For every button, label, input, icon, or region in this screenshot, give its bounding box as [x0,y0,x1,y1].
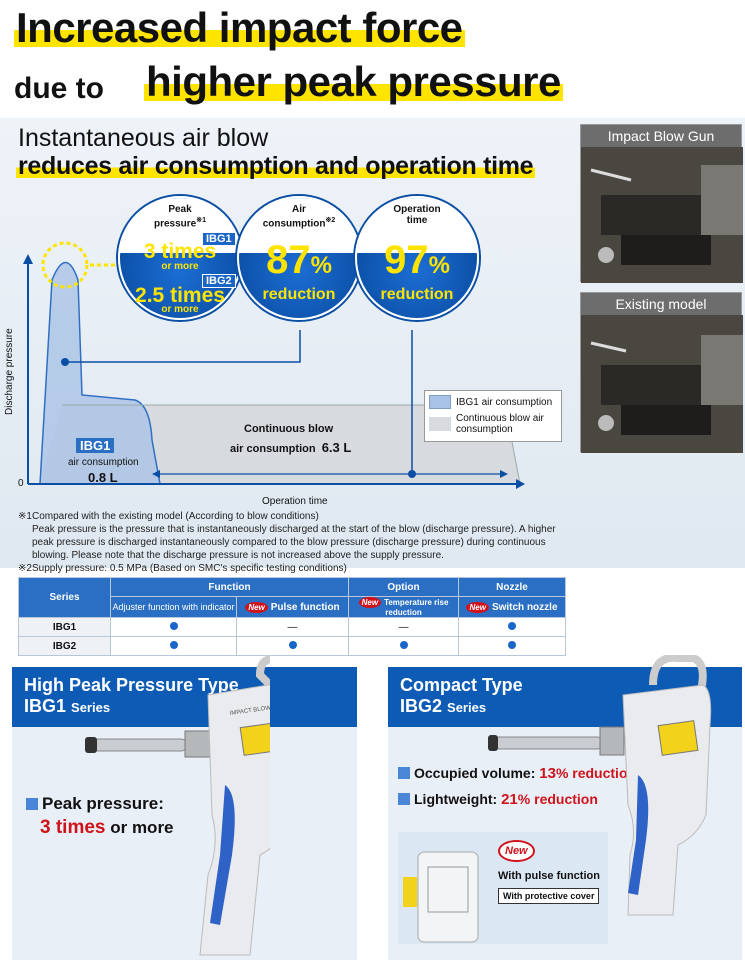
zero-label: 0 [18,478,24,489]
x-axis-label: Operation time [262,496,328,507]
ibg1-gun-image: IMPACT BLOW GUN [85,655,270,956]
legend-continuous: Continuous blow air consumption [456,413,544,435]
ibg2-title: Compact Type [400,675,523,695]
ibg2-feature-weight: Lightweight: 21% reduction [398,791,598,808]
continuous-value: air consumption 6.3 L [230,440,352,455]
headline-line2-prefix: due to [14,72,104,105]
subhead-line1: Instantaneous air blow [18,124,269,152]
peak-ibg2-ormore: or more [161,304,199,315]
time-value: 97 [384,238,429,282]
th-series: Series [18,577,111,618]
legend-ibg1: IBG1 air consumption [456,396,553,408]
photo-impact-blow-gun: Impact Blow Gun [580,124,743,283]
headline-line2: higher peak pressure [144,58,563,105]
y-axis-label: Discharge pressure [4,328,15,415]
ibg1-graph-tag: IBG1 [76,438,115,453]
time-reduction-label: reduction [380,286,454,303]
ibg1-title: High Peak Pressure Type [24,675,239,695]
continuous-area [40,405,520,484]
note-2: Supply pressure: 0.5 MPa (Based on SMC's… [32,563,347,574]
pulse-inset: New With pulse function With protective … [398,832,608,944]
ibg2-feature-volume: Occupied volume: 13% reduction [398,765,636,782]
new-badge: New [498,840,535,862]
subhead-line2: reduces air consumption and operation ti… [16,152,536,180]
table-row: IBG2 [18,636,566,656]
th-option: Option [348,577,459,597]
cover-label: With protective cover [498,888,600,904]
th-function: Function [110,577,349,597]
ibg1-feature: Peak pressure: [26,794,164,814]
peak-ibg1-ormore: or more [161,261,199,272]
pulse-label: With pulse function [498,870,600,882]
ibg1-graph-label: air consumption [68,457,139,468]
peak-ibg2-tag: IBG2 [202,274,236,288]
photo-existing-model: Existing model [580,292,743,453]
peak-ibg1-value: 3 times [143,240,217,263]
note-1: Compared with the existing model (Accord… [32,511,319,522]
ibg1-product-panel: High Peak Pressure Type IBG1 Series Peak… [12,667,357,960]
headline-line1: Increased impact force [14,4,465,51]
table-row: IBG1 — — [18,617,566,637]
ibg2-cover-image [403,851,479,943]
ibg1-graph-value: 0.8 L [88,470,118,485]
th-nozzle: Nozzle [458,577,566,597]
ibg2-gun-image [488,655,712,916]
ibg1-model: IBG1 [24,696,67,716]
photo-caption: Existing model [581,293,741,315]
photo-caption: Impact Blow Gun [581,125,741,147]
note-1-detail: Peak pressure is the pressure that is in… [32,524,556,561]
air-reduction-label: reduction [262,286,336,303]
peak-ibg2-value: 2.5 times [135,284,225,307]
graph-legend: IBG1 air consumption Continuous blow air… [424,390,562,442]
air-value: 87 [266,238,311,282]
continuous-label: Continuous blow [244,423,334,435]
peak-ibg1-tag: IBG1 [202,232,236,246]
feature-table: Series Function Option Nozzle Adjuster f… [18,577,566,656]
ibg2-model: IBG2 [400,696,443,716]
ibg1-area [40,262,160,484]
ibg1-feature-value: 3 times [40,817,106,838]
th-adjuster: Adjuster function with indicator [110,596,237,618]
